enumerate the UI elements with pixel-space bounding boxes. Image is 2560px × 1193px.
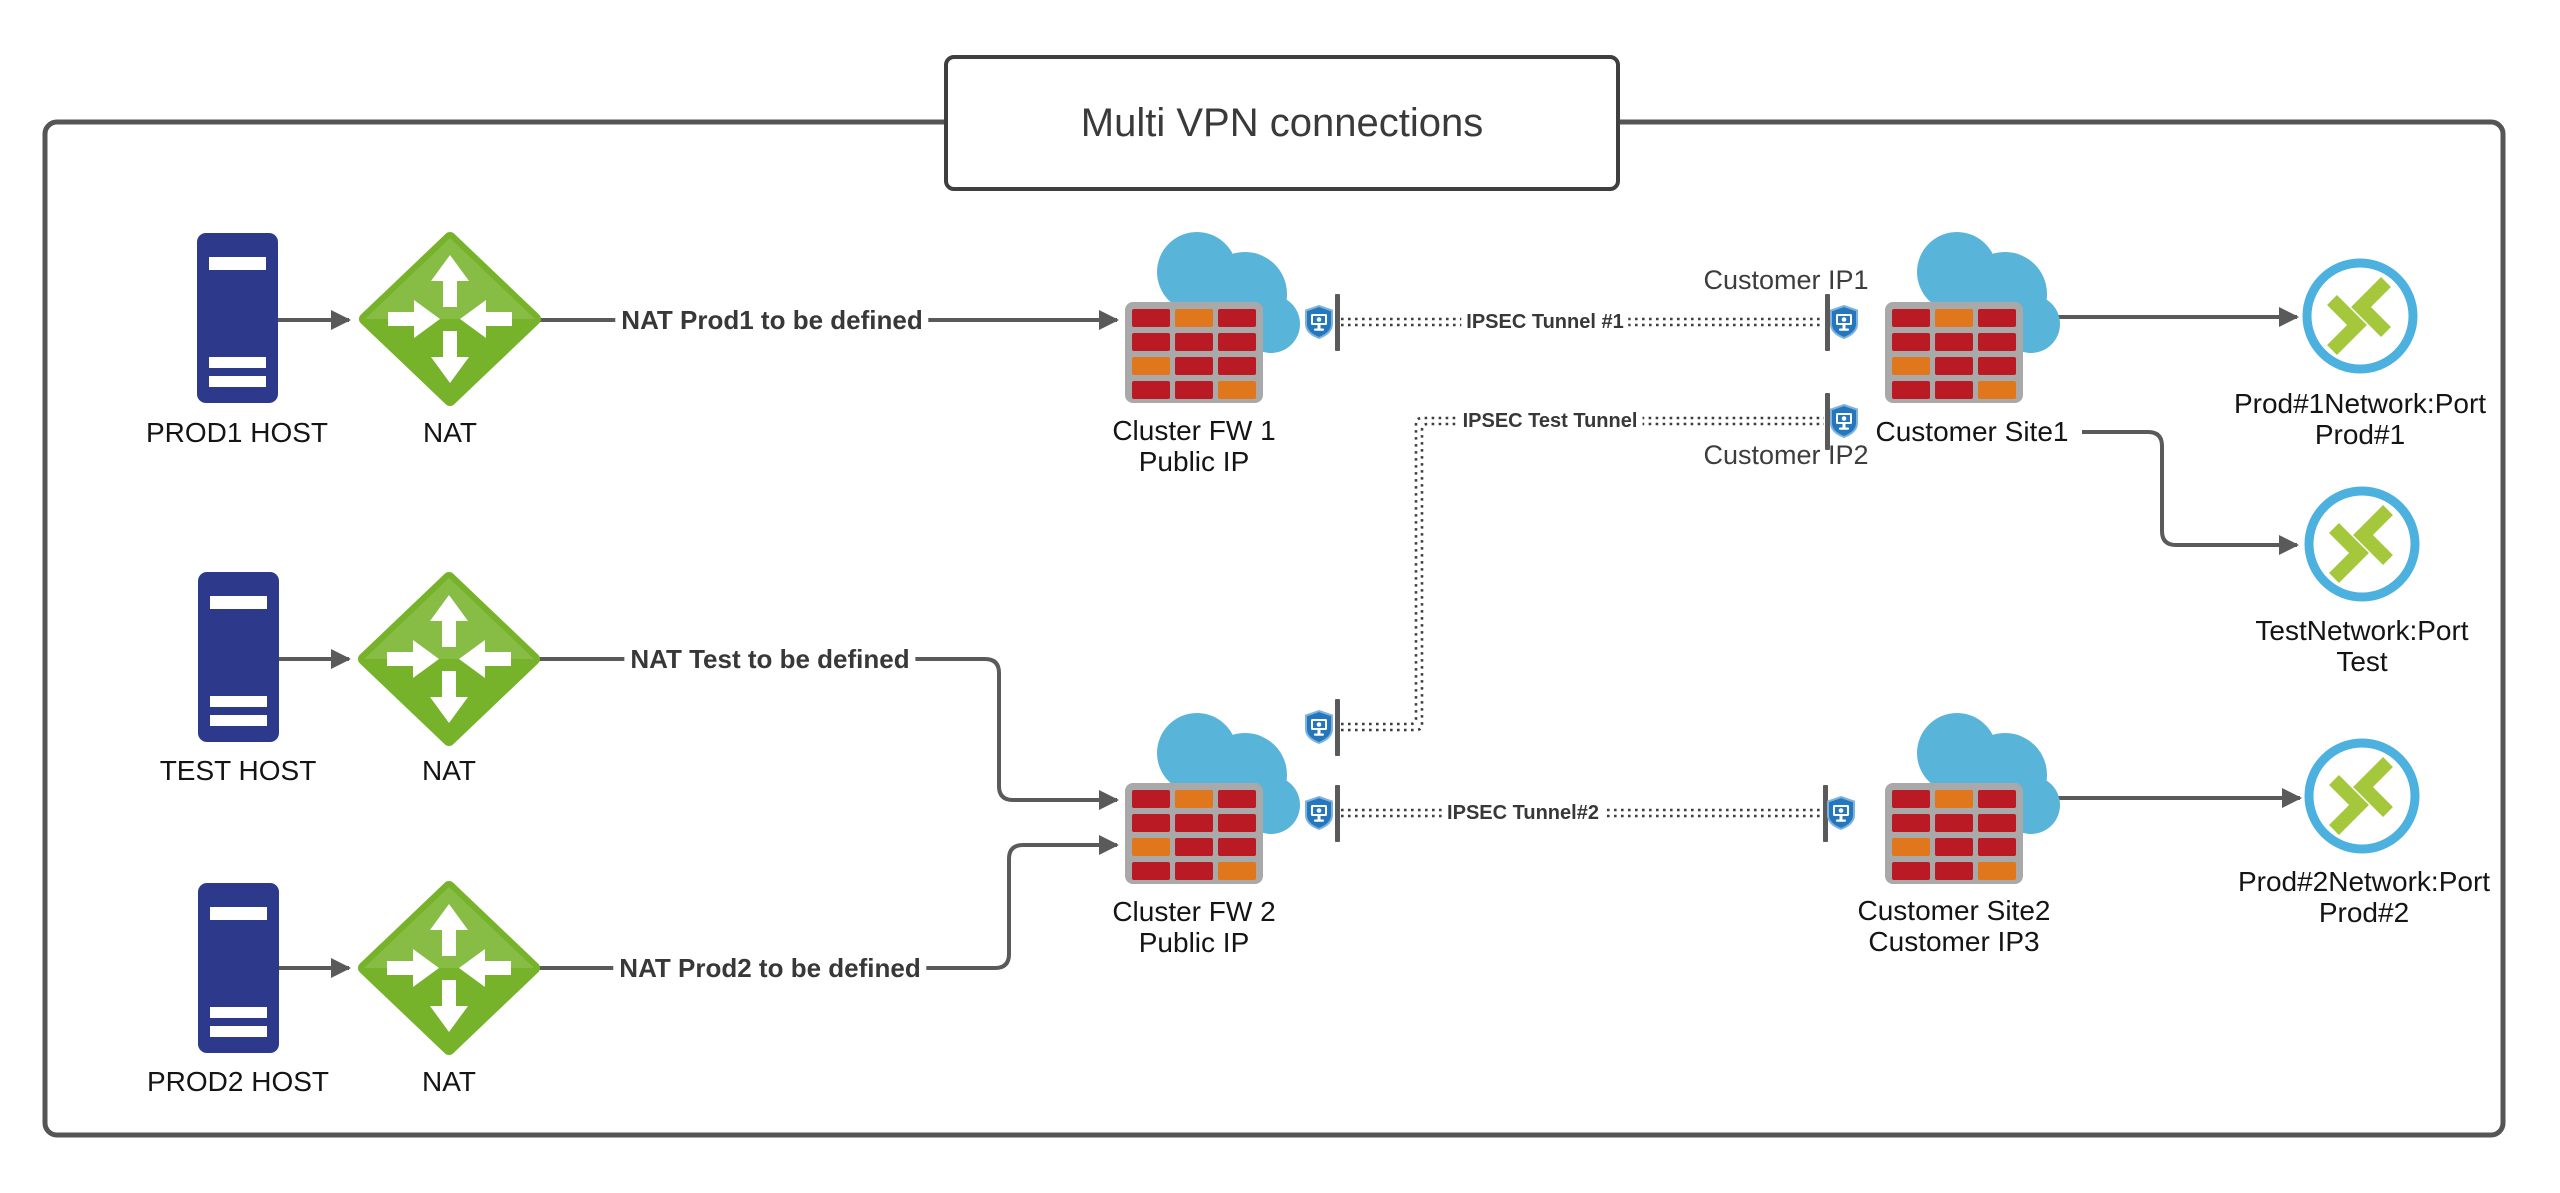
network-port-icon-test [2309, 491, 2415, 597]
customer-site2-cloud-firewall-icon [1885, 713, 2060, 884]
ipsec-tunnel1-label: IPSEC Tunnel #1 [1461, 309, 1629, 335]
prod1-host-server-icon [197, 233, 278, 403]
connector-site1-to-testnet [2082, 430, 2299, 555]
nat-prod2-line-label: NAT Prod2 to be defined [613, 952, 927, 984]
tunnel-endpoint-bars [1335, 294, 1830, 842]
prod2-host-server-icon [198, 883, 279, 1053]
vpn-shield-icon-customer-ip1 [1830, 305, 1858, 339]
nat-router-icon-row3 [364, 887, 534, 1049]
prod1-network-name: Prod#1Network:Port [2233, 388, 2487, 419]
nat-label-row1: NAT [423, 417, 477, 448]
tunnel-bar [1335, 699, 1340, 756]
network-port-icon-prod1 [2307, 263, 2413, 369]
nat-prod1-line-label: NAT Prod1 to be defined [615, 304, 929, 336]
nat-router-icon-row2 [364, 578, 534, 740]
tunnel-bar [1825, 294, 1830, 351]
prod2-host-label: PROD2 HOST [146, 1066, 330, 1097]
customer-site2-name: Customer Site2 [1857, 895, 2051, 926]
test-network-sublabel: Test [2336, 646, 2388, 677]
tunnel-bar [1823, 785, 1828, 842]
prod2-network-name: Prod#2Network:Port [2237, 866, 2491, 897]
page-title: Multi VPN connections [1080, 100, 1484, 145]
prod2-network-label: Prod#2Network:Port Prod#2 [2238, 866, 2490, 928]
cluster-fw2-sublabel: Public IP [1138, 927, 1250, 958]
customer-ip2-label: Customer IP2 [1703, 440, 1869, 470]
cluster-fw2-label: Cluster FW 2 Public IP [1112, 896, 1275, 958]
connector-nat-to-fw2-lower [533, 835, 1119, 970]
cluster-fw1-label: Cluster FW 1 Public IP [1112, 415, 1275, 477]
test-network-label: TestNetwork:Port Test [2255, 615, 2468, 677]
nat-test-line-label: NAT Test to be defined [624, 643, 916, 675]
prod1-host-label: PROD1 HOST [145, 417, 329, 448]
connector-nat-to-fw2-upper [533, 657, 1119, 810]
tunnel-bar [1335, 294, 1340, 351]
cluster-fw1-name: Cluster FW 1 [1112, 415, 1276, 446]
prod1-network-label: Prod#1Network:Port Prod#1 [2234, 388, 2486, 450]
network-port-icon-prod2 [2309, 743, 2415, 849]
ipsec-test-tunnel-label: IPSEC Test Tunnel [1457, 408, 1643, 434]
nat-label-row2: NAT [422, 755, 476, 786]
test-host-label: TEST HOST [159, 755, 317, 786]
test-tunnel-line [1341, 416, 1824, 726]
customer-site1-cloud-firewall-icon [1885, 232, 2060, 403]
tunnel-bar [1825, 393, 1830, 450]
tunnel-bar [1335, 785, 1340, 842]
test-tunnel-line [1341, 422, 1824, 732]
test-network-name: TestNetwork:Port [2255, 615, 2469, 646]
nat-label-row3: NAT [422, 1066, 476, 1097]
test-host-server-icon [198, 572, 279, 742]
cluster-fw1-sublabel: Public IP [1138, 446, 1250, 477]
ipsec-tunnel2-label: IPSEC Tunnel#2 [1442, 800, 1604, 826]
customer-site2-sublabel: Customer IP3 [1868, 926, 2040, 957]
vpn-shield-icon-fw1 [1305, 305, 1333, 339]
cluster-fw2-cloud-firewall-icon [1125, 713, 1300, 884]
prod2-network-sublabel: Prod#2 [2318, 897, 2410, 928]
vpn-shield-icon-customer-ip2 [1830, 404, 1858, 438]
prod1-network-sublabel: Prod#1 [2314, 419, 2406, 450]
customer-ip1-label: Customer IP1 [1703, 265, 1869, 295]
vpn-shield-icon-customer-ip3 [1827, 796, 1855, 830]
diagram-title-box: Multi VPN connections [944, 55, 1620, 191]
ipsec-tunnels [1341, 317, 1824, 818]
vpn-shield-icon-fw2-test [1305, 710, 1333, 744]
customer-site2-label: Customer Site2 Customer IP3 [1858, 895, 2051, 957]
cluster-fw1-cloud-firewall-icon [1125, 232, 1300, 403]
nat-router-icon-row1 [365, 238, 535, 400]
vpn-shield-icon-fw2 [1305, 796, 1333, 830]
customer-site1-label: Customer Site1 [1875, 416, 2069, 447]
cluster-fw2-name: Cluster FW 2 [1112, 896, 1276, 927]
